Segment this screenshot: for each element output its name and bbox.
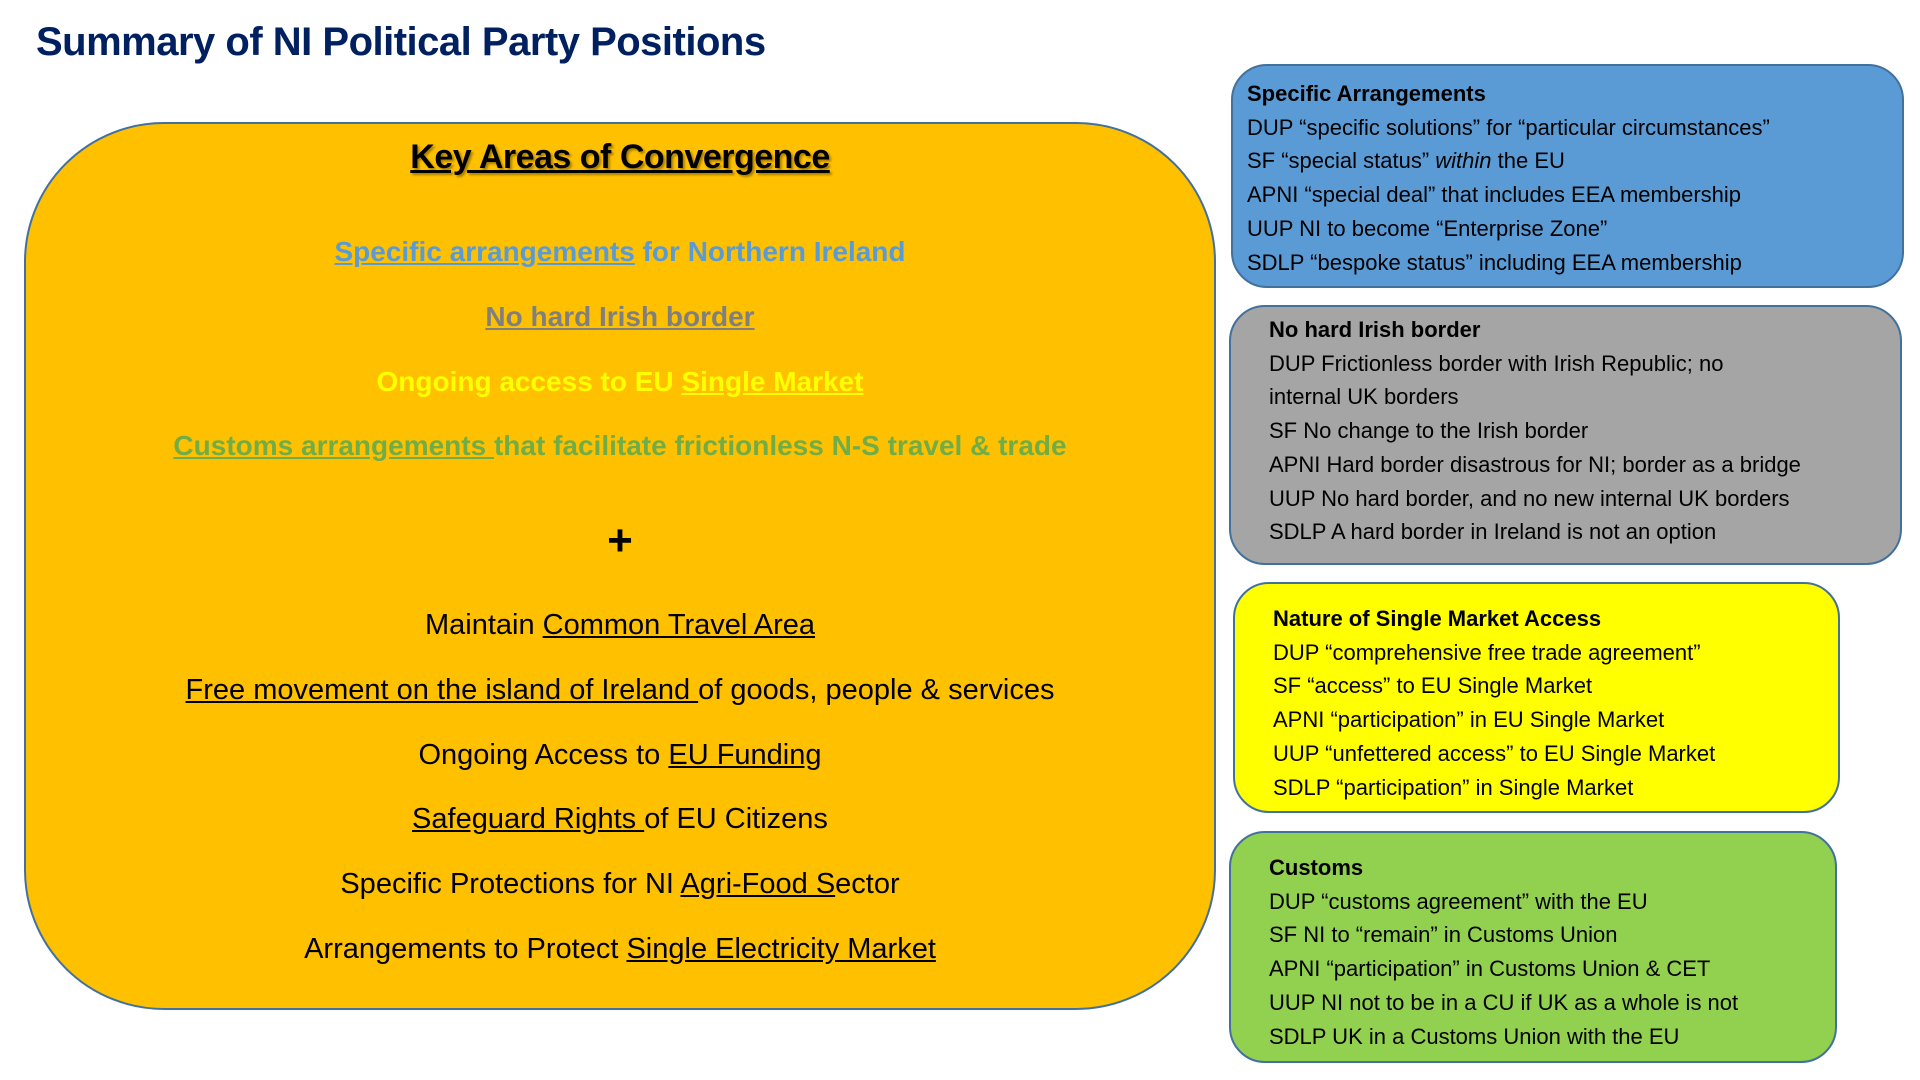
convergence-heading: Key Areas of Convergence [410, 138, 830, 176]
key-text: Ongoing access to EU [376, 366, 682, 397]
box-item-text: the EU [1491, 148, 1565, 174]
box-item: APNI Hard border disastrous for NI; bord… [1269, 451, 1801, 477]
key-line-single-market: Ongoing access to EU Single Market [26, 366, 1214, 398]
box-item: SF NI to “remain” in Customs Union [1269, 922, 1618, 948]
box-item: DUP “comprehensive free trade agreement” [1273, 639, 1701, 665]
other-line: Arrangements to Protect Single Electrici… [26, 933, 1214, 966]
key-text: that facilitate frictionless N-S travel … [493, 430, 1067, 461]
box-item: UUP No hard border, and no new internal … [1269, 485, 1790, 511]
box-item: SDLP “bespoke status” including EEA memb… [1247, 249, 1742, 275]
key-line-customs: Customs arrangements that facilitate fri… [26, 430, 1214, 462]
other-link[interactable]: Single Electricity Market [626, 933, 936, 965]
key-link[interactable]: Single Market [681, 366, 864, 397]
box-heading: Customs [1269, 855, 1364, 880]
other-text: of goods, people & services [698, 674, 1055, 706]
box-item: UUP “unfettered access” to EU Single Mar… [1273, 740, 1716, 766]
box-item: internal UK borders [1269, 384, 1459, 410]
other-line: Ongoing Access to EU Funding [26, 739, 1214, 772]
key-text: for Northern Ireland [634, 236, 906, 267]
other-link[interactable]: Free movement on the island of Ireland [185, 674, 699, 706]
box-heading: Nature of Single Market Access [1273, 606, 1602, 631]
box-item: SDLP UK in a Customs Union with the EU [1269, 1023, 1680, 1049]
box-item: SDLP “participation” in Single Market [1273, 774, 1634, 800]
box-item: UUP NI to become “Enterprise Zone” [1247, 215, 1608, 241]
single-market-box: Nature of Single Market Access DUP “comp… [1233, 582, 1840, 813]
key-link[interactable]: No hard Irish border [485, 301, 755, 332]
box-heading: Specific Arrangements [1247, 81, 1486, 106]
other-link[interactable]: EU Funding [668, 739, 822, 771]
other-text: Arrangements to Protect [304, 933, 627, 965]
other-link[interactable]: Agri-Food S [680, 868, 836, 900]
box-item-text: SF “special status” [1247, 148, 1436, 174]
no-hard-border-box: No hard Irish border DUP Frictionless bo… [1229, 305, 1902, 565]
box-item: DUP “customs agreement” with the EU [1269, 888, 1648, 914]
box-item: APNI “participation” in Customs Union & … [1269, 956, 1711, 982]
customs-box: Customs DUP “customs agreement” with the… [1229, 831, 1837, 1063]
other-link[interactable]: Common Travel Area [542, 609, 816, 641]
other-line: Free movement on the island of Ireland o… [26, 674, 1214, 707]
plus-sign: + [607, 516, 633, 565]
other-line: Maintain Common Travel Area [26, 609, 1214, 642]
key-line-specific-arrangements: Specific arrangements for Northern Irela… [26, 236, 1214, 268]
box-item: SF “special status” within the EU [1247, 144, 1902, 178]
key-link[interactable]: Customs arrangements [173, 430, 494, 461]
convergence-panel: Key Areas of Convergence Specific arrang… [24, 122, 1216, 1010]
box-item: SF No change to the Irish border [1269, 418, 1589, 444]
box-item: APNI “special deal” that includes EEA me… [1247, 182, 1742, 208]
other-text: ector [835, 868, 900, 900]
box-item-emphasis: within [1435, 148, 1492, 174]
key-link[interactable]: Specific arrangements [334, 236, 635, 267]
box-item: DUP “specific solutions” for “particular… [1247, 114, 1770, 140]
other-text: Maintain [424, 609, 543, 641]
box-heading: No hard Irish border [1269, 317, 1481, 342]
key-line-no-hard-border: No hard Irish border [26, 301, 1214, 333]
page-title: Summary of NI Political Party Positions [36, 20, 766, 64]
box-item: SF “access” to EU Single Market [1273, 673, 1593, 699]
other-text: Specific Protections for NI [340, 868, 681, 900]
other-line: Safeguard Rights of EU Citizens [26, 803, 1214, 836]
box-item: SDLP A hard border in Ireland is not an … [1269, 519, 1717, 545]
specific-arrangements-box: Specific Arrangements DUP “specific solu… [1231, 64, 1904, 288]
box-item: UUP NI not to be in a CU if UK as a whol… [1269, 989, 1739, 1015]
other-text: Ongoing Access to [418, 739, 669, 771]
other-line: Specific Protections for NI Agri-Food Se… [26, 868, 1214, 901]
box-item: DUP Frictionless border with Irish Repub… [1269, 350, 1724, 376]
box-item: APNI “participation” in EU Single Market [1273, 707, 1665, 733]
other-link[interactable]: Safeguard Rights [412, 803, 645, 835]
other-text: of EU Citizens [644, 803, 828, 835]
